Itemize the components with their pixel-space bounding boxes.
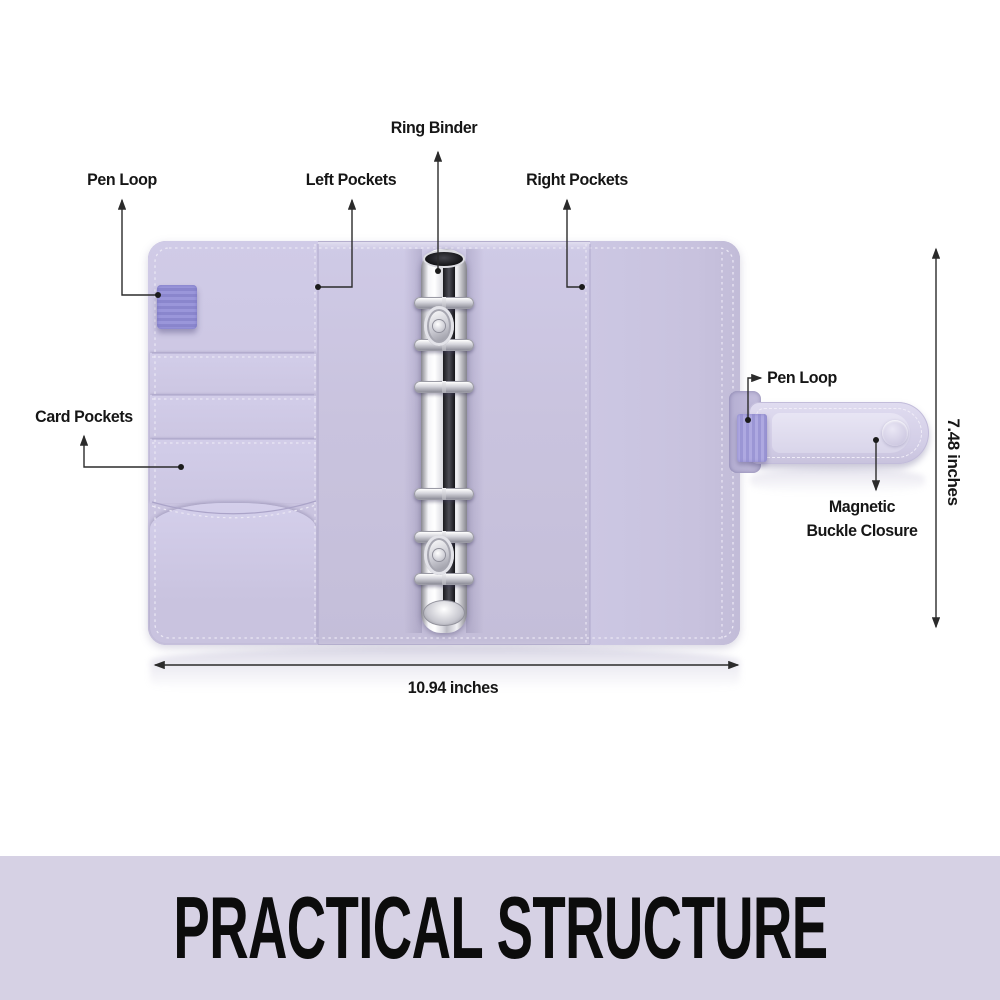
- perimeter-stitch: [154, 247, 734, 639]
- right-pocket-flap: [590, 241, 740, 645]
- label-magnetic-buckle-closure: Magnetic Buckle Closure: [806, 495, 917, 543]
- banner: PRACTICAL STRUCTURE: [0, 856, 1000, 1000]
- callout-line-pen-loop-left: [117, 198, 158, 296]
- banner-title: PRACTICAL STRUCTURE: [172, 878, 828, 977]
- mechanism-clasp-bottom: [424, 535, 454, 575]
- label-height-dimension: 7.48 inches: [944, 418, 963, 506]
- card-slot-2: [150, 395, 316, 439]
- label-pen-loop-left: Pen Loop: [87, 170, 157, 189]
- pen-loop-right-elastic: [737, 414, 767, 462]
- label-ring-binder: Ring Binder: [390, 118, 478, 137]
- binder-ring-4: [414, 488, 474, 500]
- binder-ring-3: [414, 381, 474, 393]
- callout-line-card-pockets: [79, 434, 181, 468]
- card-slot-1: [150, 353, 316, 395]
- label-width-dimension: 10.94 inches: [407, 678, 499, 697]
- callout-line-left-pockets: [318, 198, 357, 288]
- label-magnetic-line1: Magnetic: [828, 497, 896, 516]
- large-pocket-stitch: [151, 500, 317, 519]
- magnetic-buckle: [882, 420, 908, 446]
- mechanism-clasp-top: [424, 306, 454, 346]
- label-card-pockets: Card Pockets: [35, 407, 133, 426]
- callout-line-pen-loop-right: [747, 373, 763, 419]
- label-pen-loop-right: Pen Loop: [767, 368, 837, 387]
- callout-dots: [155, 268, 879, 470]
- binder-ring-6: [414, 573, 474, 585]
- mechanism-top-cap: [423, 250, 465, 268]
- mechanism-bottom-cap: [423, 600, 465, 626]
- label-magnetic-line2: Buckle Closure: [806, 521, 918, 540]
- binder-reflection: [150, 647, 740, 697]
- left-large-pocket: [150, 503, 316, 643]
- card-slot-3: [150, 439, 316, 503]
- card-slot-stitches: [152, 352, 316, 444]
- label-left-pockets: Left Pockets: [305, 170, 397, 189]
- binder-ring-1: [414, 297, 474, 309]
- strap-reflection: [750, 468, 925, 494]
- label-right-pockets: Right Pockets: [526, 170, 628, 189]
- pen-loop-left-elastic: [157, 285, 197, 329]
- callout-line-right-pockets: [562, 198, 582, 288]
